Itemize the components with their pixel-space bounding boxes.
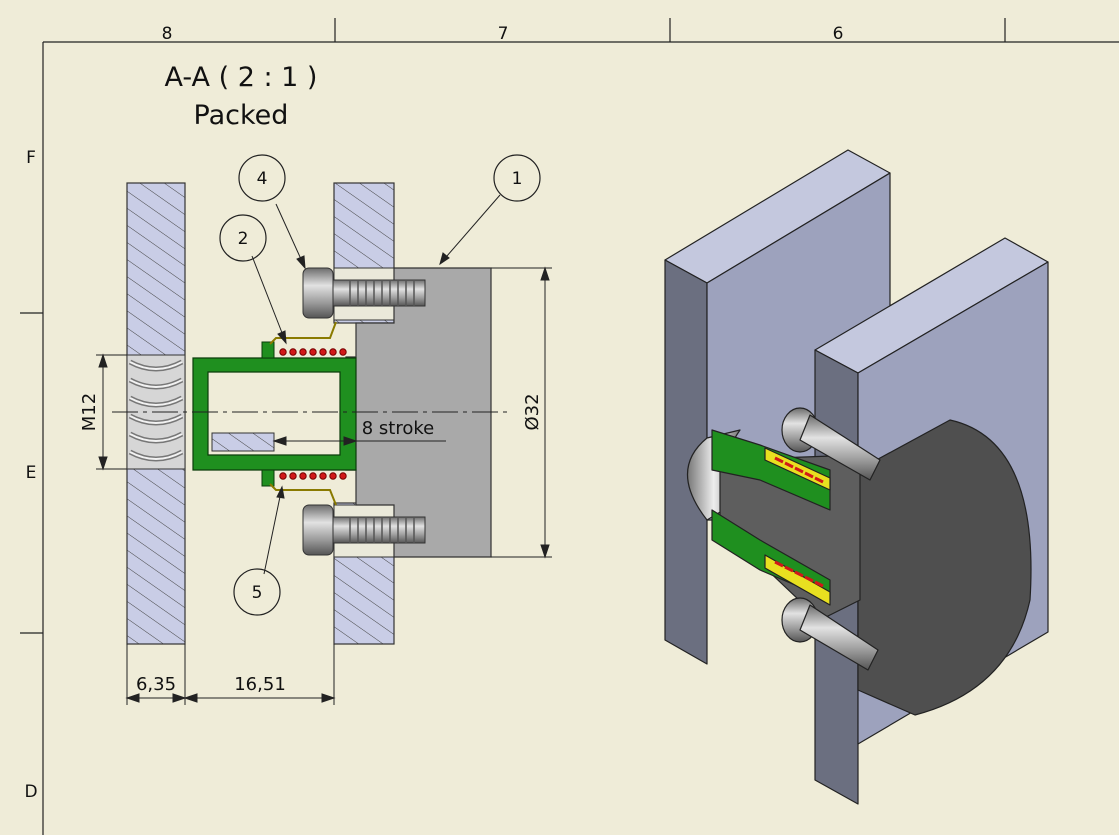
- iso-spring-lower: [774, 560, 824, 588]
- zone-row-E: E: [26, 463, 37, 483]
- balloon-4-label: 4: [257, 169, 268, 189]
- dim-gap: 16,51: [234, 674, 286, 695]
- iso-bolt-upper: [781, 407, 881, 481]
- zone-row-F: F: [26, 148, 36, 168]
- dim-thread: M12: [79, 393, 100, 431]
- retainer-upper: [269, 321, 337, 345]
- sleeve: [192, 357, 357, 471]
- spring-upper: [279, 348, 347, 356]
- iso-sleeve: [711, 429, 831, 511]
- view-subtitle: Packed: [194, 100, 289, 131]
- balloon-5: 5: [233, 568, 281, 616]
- zone-column-7: 7: [498, 24, 509, 44]
- dim-diameter: Ø32: [522, 393, 543, 430]
- dim-left-plate: 6,35: [136, 674, 176, 695]
- back-plate-front: [664, 259, 708, 665]
- upper-bolt: [302, 267, 426, 319]
- balloon-1-label: 1: [512, 169, 523, 189]
- section-view: [112, 182, 510, 645]
- zone-row-D: D: [24, 782, 37, 802]
- zone-column-6: 6: [833, 24, 844, 44]
- dim-stroke: 8 stroke: [362, 418, 434, 439]
- lower-bolt: [302, 504, 426, 556]
- balloon-1: 1: [493, 154, 541, 202]
- zone-column-8: 8: [162, 24, 173, 44]
- dimension-lines: [96, 266, 552, 705]
- view-title: A-A ( 2 : 1 ): [165, 62, 318, 93]
- balloon-4: 4: [238, 154, 286, 202]
- body-disc: [857, 419, 1032, 716]
- balloon-2-label: 2: [238, 229, 249, 249]
- inner-insert: [211, 432, 275, 452]
- spring-lower: [279, 472, 347, 480]
- retainer-lower: [269, 483, 337, 506]
- balloon-5-label: 5: [252, 583, 263, 603]
- balloon-leaders: [251, 194, 501, 575]
- isometric-view: [664, 149, 1049, 805]
- iso-bolt-lower: [781, 597, 879, 671]
- iso-spring-upper: [774, 456, 824, 484]
- sheet-border: [20, 18, 1119, 835]
- balloon-2: 2: [219, 214, 267, 262]
